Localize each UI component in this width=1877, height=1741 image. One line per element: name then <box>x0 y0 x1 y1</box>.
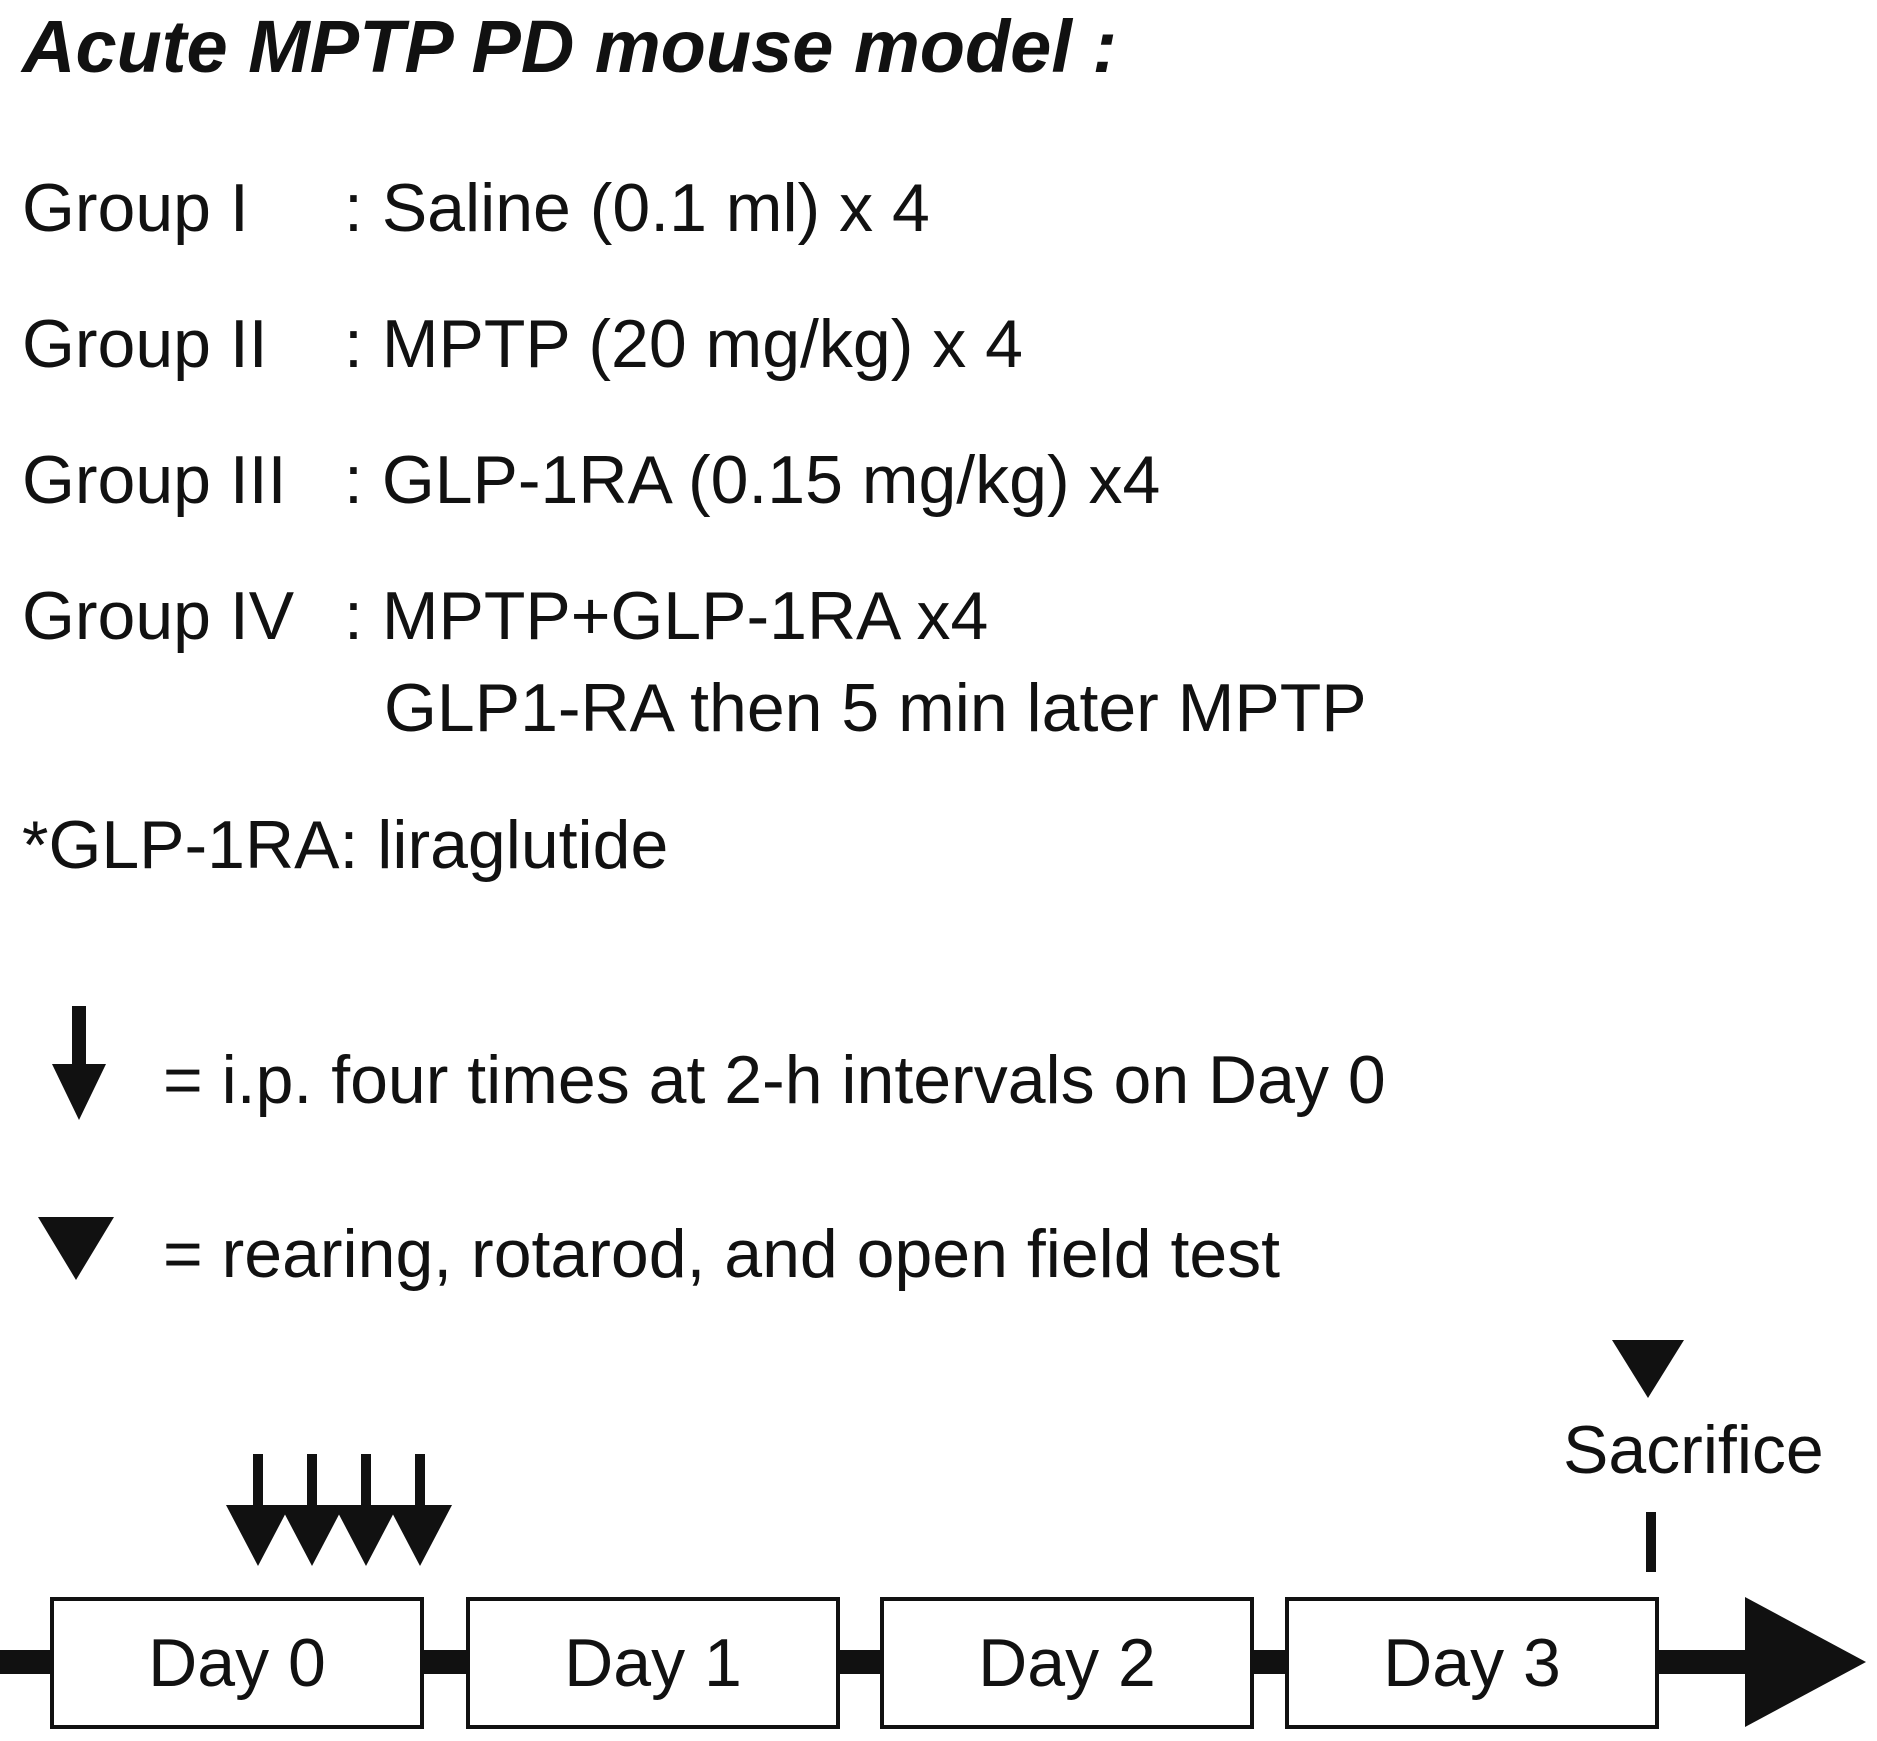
group-2: Group II: MPTP (20 mg/kg) x 4 <box>22 304 1023 384</box>
day-1-label: Day 1 <box>564 1625 742 1701</box>
legend-behavior-test: = rearing, rotarod, and open field test <box>163 1216 1281 1292</box>
group-3-treatment: GLP-1RA (0.15 mg/kg) x4 <box>381 442 1161 518</box>
day-2-label: Day 2 <box>978 1625 1156 1701</box>
day-3-label: Day 3 <box>1383 1625 1561 1701</box>
day-1-box: Day 1 <box>466 1597 840 1729</box>
sacrifice-tick <box>1646 1512 1656 1572</box>
group-1-label: Group I <box>22 170 249 246</box>
group-4: Group IV: MPTP+GLP-1RA x4 <box>22 576 988 656</box>
group-3: Group III: GLP-1RA (0.15 mg/kg) x4 <box>22 440 1160 520</box>
footnote: *GLP-1RA: liraglutide <box>22 807 669 883</box>
day-0-box: Day 0 <box>50 1597 424 1729</box>
injection-arrow-icon <box>334 1454 398 1566</box>
day-2-box: Day 2 <box>880 1597 1254 1729</box>
group-1: Group I: Saline (0.1 ml) x 4 <box>22 168 930 248</box>
injection-arrow-icon <box>280 1454 344 1566</box>
group-4-separator: : <box>344 578 363 654</box>
right-arrow-icon <box>1745 1597 1866 1727</box>
group-1-separator: : <box>344 170 363 246</box>
injection-arrow-icon <box>388 1454 452 1566</box>
day-3-box: Day 3 <box>1285 1597 1659 1729</box>
group-4-label: Group IV <box>22 578 295 654</box>
behavior-test-marker-icon <box>1612 1340 1684 1398</box>
down-triangle-icon <box>38 1217 114 1280</box>
group-1-treatment: Saline (0.1 ml) x 4 <box>381 170 930 246</box>
group-3-separator: : <box>344 442 363 518</box>
sacrifice-label: Sacrifice <box>1563 1412 1824 1488</box>
injection-arrows <box>226 1454 452 1566</box>
group-2-separator: : <box>344 306 363 382</box>
diagram-title: Acute MPTP PD mouse model : <box>22 5 1118 88</box>
injection-arrow-icon <box>226 1454 290 1566</box>
group-4-treatment: MPTP+GLP-1RA x4 <box>381 578 989 654</box>
down-arrow-icon <box>52 1006 106 1120</box>
group-3-label: Group III <box>22 442 287 518</box>
group-2-treatment: MPTP (20 mg/kg) x 4 <box>381 306 1023 382</box>
group-4-continuation: GLP1-RA then 5 min later MPTP <box>384 670 1367 746</box>
legend-injection: = i.p. four times at 2-h intervals on Da… <box>163 1042 1386 1118</box>
group-2-label: Group II <box>22 306 268 382</box>
day-0-label: Day 0 <box>148 1625 326 1701</box>
